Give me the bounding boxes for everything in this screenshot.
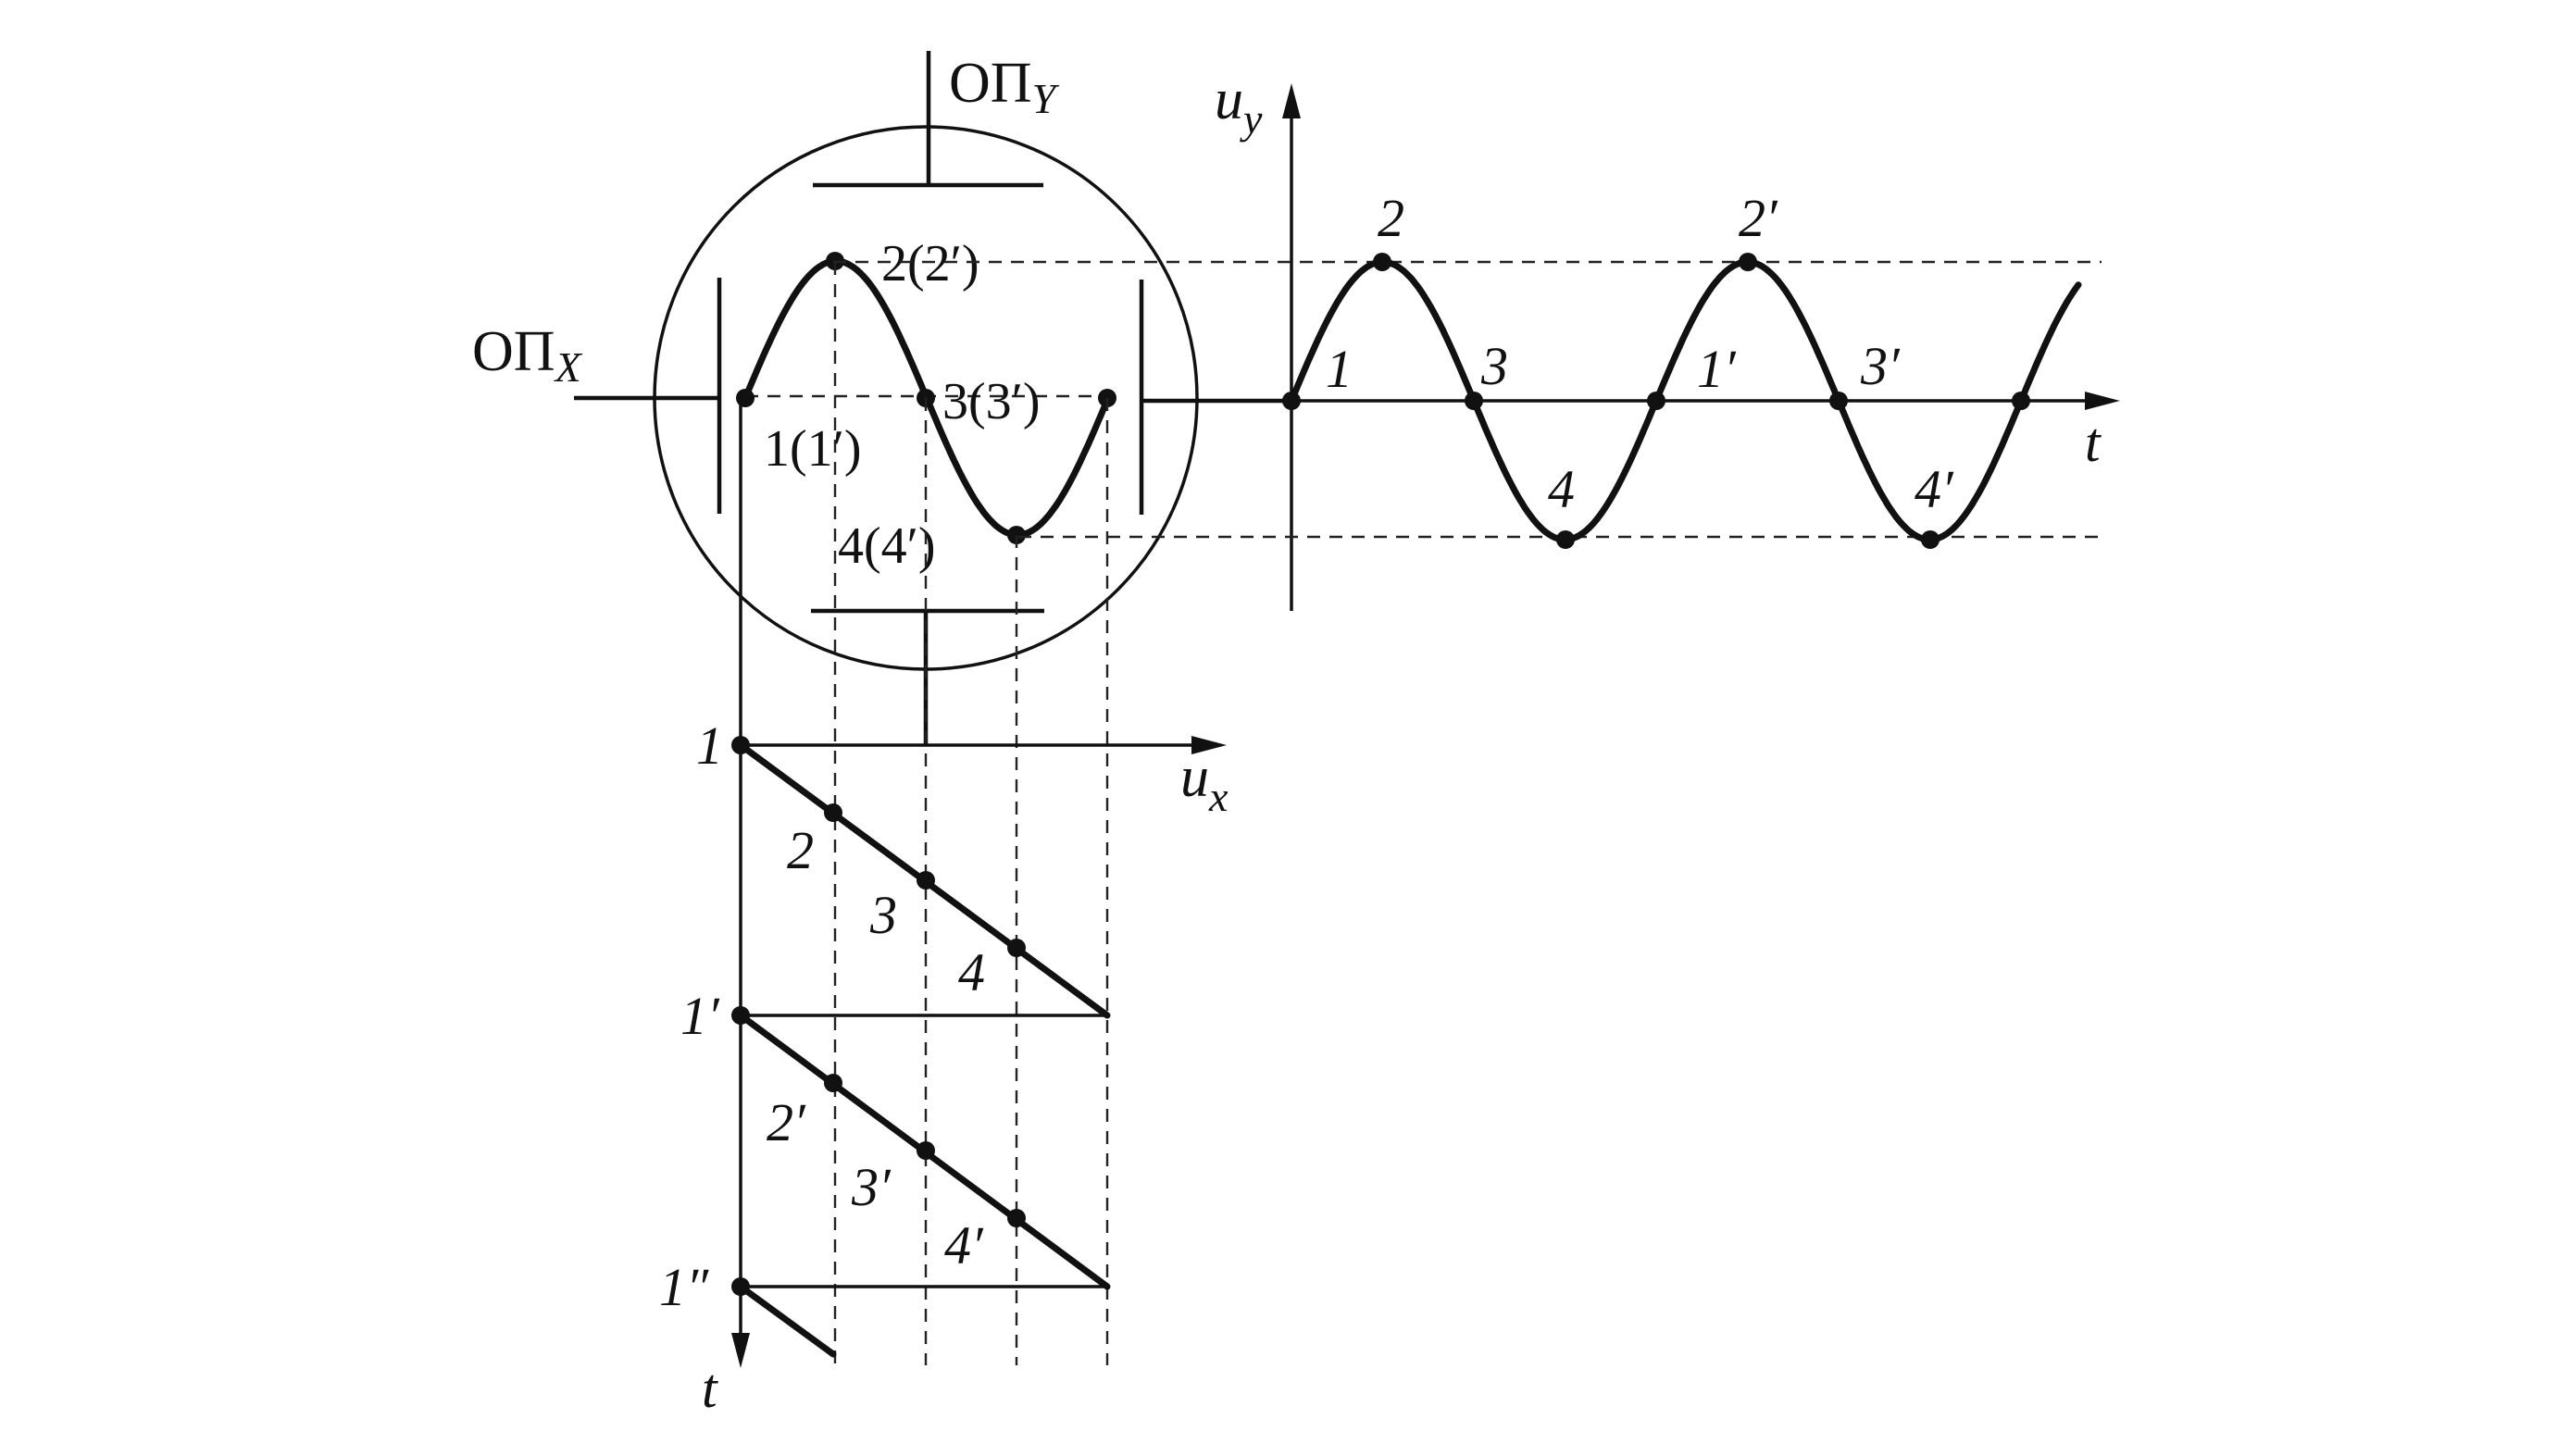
ux-label-3: 3	[869, 885, 897, 945]
ux-point-4	[1007, 939, 1026, 957]
uy-label-4p: 4′	[1915, 459, 1954, 519]
uy-label-1: 1	[1326, 339, 1353, 399]
uy-point-4p	[1921, 530, 1940, 549]
uy-axis-arrow	[1282, 83, 1301, 118]
screen-point-1	[736, 389, 755, 407]
ux-start-1: 1	[696, 716, 723, 776]
ux-axis-label: ux	[1180, 746, 1229, 820]
screen-label-1: 1(1′)	[764, 420, 862, 478]
screen-label-4: 4(4′)	[838, 517, 936, 575]
uy-sine-curve	[1288, 258, 2082, 543]
uy-label-4: 4	[1548, 459, 1575, 519]
ux-t-label: t	[702, 1358, 718, 1419]
ux-label-4: 4	[958, 942, 985, 1002]
ux-points	[731, 736, 1026, 1296]
uy-point-3	[1465, 392, 1483, 410]
uy-label-3: 3	[1480, 336, 1508, 396]
ux-axis-arrow	[1191, 736, 1227, 754]
uy-point-2p	[1739, 253, 1757, 271]
y-plates-label: ОПY	[949, 52, 1060, 122]
ux-point-3	[917, 871, 935, 890]
x-plates-label: ОПX	[472, 320, 583, 391]
ux-startp	[731, 1006, 750, 1025]
ux-point-2	[824, 803, 842, 822]
uy-axis-label: uy	[1215, 68, 1263, 143]
uy-t-label: t	[2085, 412, 2102, 473]
ux-point-3p	[917, 1141, 935, 1160]
ux-point-2p	[824, 1074, 842, 1092]
uy-label-1p: 1′	[1697, 339, 1737, 399]
ux-label-3p: 3′	[851, 1157, 892, 1217]
screen-label-2: 2(2′)	[881, 235, 979, 292]
ux-label-2p: 2′	[767, 1092, 806, 1152]
uy-point-3p	[1829, 392, 1848, 410]
ux-start-pp	[731, 1277, 750, 1296]
t-axis-arrow	[2085, 392, 2120, 410]
ux-start	[731, 736, 750, 754]
ux-label-2: 2	[787, 820, 814, 880]
ux-sweep-plot	[731, 262, 1227, 1368]
uy-point-end	[2012, 392, 2030, 410]
uy-point-2	[1373, 253, 1391, 271]
crt-screen	[574, 51, 1296, 745]
ux-start-1p: 1′	[680, 986, 720, 1046]
uy-points	[1282, 253, 2030, 549]
uy-point-4	[1556, 530, 1575, 549]
ux-t-axis-arrow	[731, 1333, 750, 1368]
uy-label-2: 2	[1378, 188, 1404, 248]
uy-label-2p: 2′	[1739, 188, 1778, 248]
ux-point-4p	[1007, 1209, 1026, 1227]
uy-time-plot	[833, 83, 2120, 611]
uy-point-1p	[1647, 392, 1665, 410]
screen-label-3: 3(3′)	[942, 373, 1041, 430]
ux-start-1pp: 1″	[659, 1257, 709, 1317]
uy-point-1	[1282, 392, 1301, 410]
ramp-3-start	[737, 1283, 837, 1358]
ux-label-4p: 4′	[944, 1215, 984, 1276]
uy-label-3p: 3′	[1860, 336, 1901, 396]
